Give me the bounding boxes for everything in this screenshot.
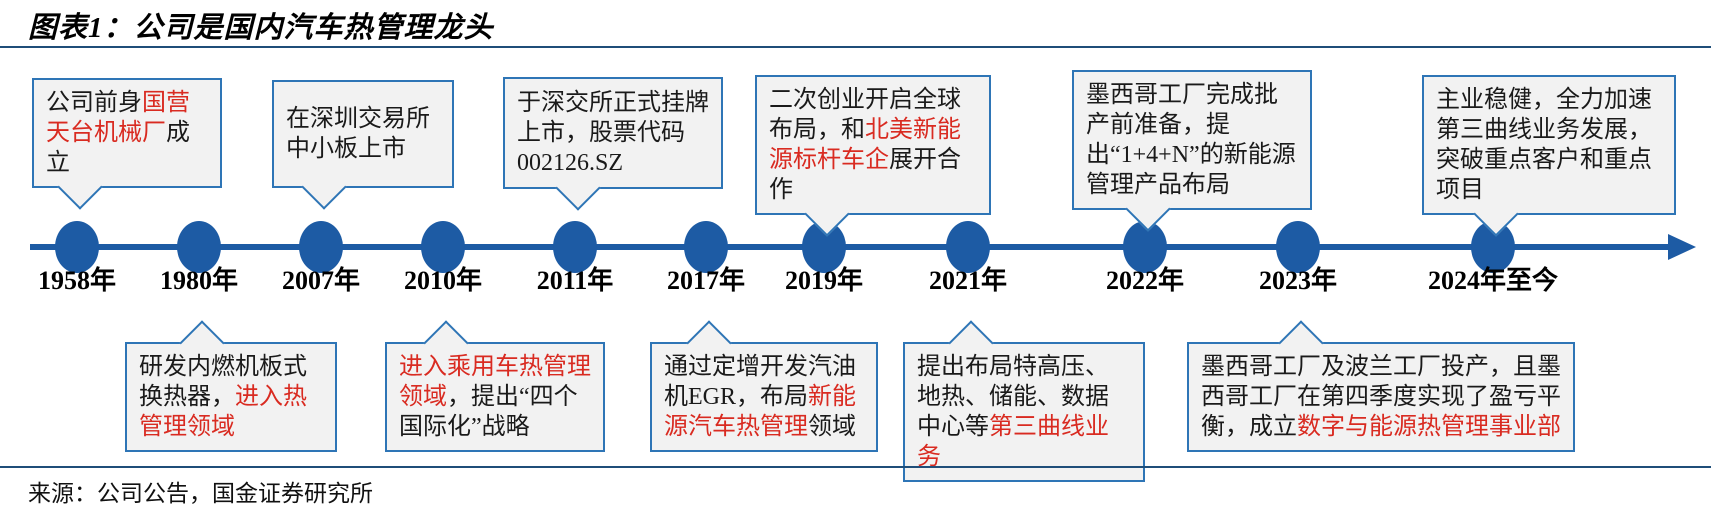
text-segment: 主业稳健，全力加速第三曲线业务发展，突破重点客户和重点项目 [1436, 87, 1652, 203]
callout-text: 进入乘用车热管理领域，提出“四个国际化”战略 [387, 344, 603, 450]
callout-text: 公司前身国营天台机械厂成立 [34, 80, 220, 186]
text-segment: 领域 [808, 414, 856, 440]
timeline-dot [684, 221, 728, 273]
timeline-arrowhead-icon [1668, 234, 1696, 260]
text-segment: 于深交所正式挂牌上市，股票代码002126.SZ [517, 90, 709, 176]
year-label: 2017年 [666, 266, 745, 295]
timeline-dot [1276, 221, 1320, 273]
callout: 提出布局特高压、地热、储能、数据中心等第三曲线业务 [903, 320, 1145, 482]
timeline-axis [30, 244, 1675, 250]
text-segment: 在深圳交易所中小板上市 [286, 106, 430, 162]
year-label: 2022年 [1105, 266, 1184, 295]
text-segment: 第三曲线业务 [917, 414, 1109, 470]
callout-text: 墨西哥工厂完成批产前准备，提出“1+4+N”的新能源管理产品布局 [1074, 72, 1310, 208]
text-segment: 新能源汽车热管理 [664, 384, 856, 440]
text-segment: 数字与能源热管理事业部 [1297, 414, 1561, 440]
text-segment: 进入热管理领域 [139, 384, 307, 440]
timeline-dot [553, 221, 597, 273]
text-segment: 国营天台机械厂 [46, 90, 190, 146]
year-label: 1958年 [37, 266, 116, 295]
year-label: 2019年 [784, 266, 863, 295]
text-segment: 成立 [46, 120, 190, 176]
year-label: 1980年 [159, 266, 238, 295]
timeline-dot [177, 221, 221, 273]
callout: 进入乘用车热管理领域，提出“四个国际化”战略 [385, 320, 605, 452]
text-segment: 提出布局特高压、地热、储能、数据中心等 [917, 354, 1109, 440]
text-segment: 二次创业开启全球布局，和 [769, 87, 961, 143]
source-note: 来源：公司公告，国金证券研究所 [28, 481, 373, 506]
year-label: 2024年至今 [1427, 266, 1558, 295]
timeline-dot [946, 221, 990, 273]
timeline-dot [1123, 221, 1167, 273]
callout: 墨西哥工厂及波兰工厂投产，且墨西哥工厂在第四季度实现了盈亏平衡，成立数字与能源热… [1187, 320, 1575, 452]
callout-text: 于深交所正式挂牌上市，股票代码002126.SZ [505, 80, 721, 186]
figure-title: 图表1：公司是国内汽车热管理龙头 [28, 12, 494, 44]
text-segment: 进入乘用车热管理领域 [399, 354, 591, 410]
callout: 通过定增开发汽油机EGR，布局新能源汽车热管理领域 [650, 320, 878, 452]
callout-text: 在深圳交易所中小板上市 [274, 96, 452, 172]
callout: 二次创业开启全球布局，和北美新能源标杆车企展开合作 [755, 75, 991, 237]
text-segment: 墨西哥工厂及波兰工厂投产，且墨西哥工厂在第四季度实现了盈亏平衡，成立 [1201, 354, 1561, 440]
callout: 研发内燃机板式换热器，进入热管理领域 [125, 320, 337, 452]
year-label: 2021年 [928, 266, 1007, 295]
text-segment: 公司前身 [46, 90, 142, 116]
year-label: 2023年 [1258, 266, 1337, 295]
text-segment: 通过定增开发汽油机EGR，布局 [664, 354, 856, 410]
callout: 于深交所正式挂牌上市，股票代码002126.SZ [503, 77, 723, 211]
text-segment: 北美新能源标杆车企 [769, 117, 961, 173]
callout-text: 研发内燃机板式换热器，进入热管理领域 [127, 344, 335, 450]
callout-text: 二次创业开启全球布局，和北美新能源标杆车企展开合作 [757, 77, 989, 213]
year-label: 2007年 [281, 266, 360, 295]
year-label: 2010年 [403, 266, 482, 295]
callout-text: 墨西哥工厂及波兰工厂投产，且墨西哥工厂在第四季度实现了盈亏平衡，成立数字与能源热… [1189, 344, 1573, 450]
text-segment: ，提出“四个国际化”战略 [399, 384, 578, 440]
footer-divider [0, 466, 1711, 468]
callout-text: 主业稳健，全力加速第三曲线业务发展，突破重点客户和重点项目 [1424, 77, 1674, 213]
callout: 公司前身国营天台机械厂成立 [32, 78, 222, 210]
timeline-dot [421, 221, 465, 273]
year-label: 2011年 [536, 266, 614, 295]
text-segment: 展开合作 [769, 147, 961, 203]
timeline-dot [55, 221, 99, 273]
callout-text: 提出布局特高压、地热、储能、数据中心等第三曲线业务 [905, 344, 1143, 480]
title-underline [0, 46, 1711, 48]
text-segment: 研发内燃机板式换热器， [139, 354, 307, 410]
callout-text: 通过定增开发汽油机EGR，布局新能源汽车热管理领域 [652, 344, 876, 450]
timeline-dot [299, 221, 343, 273]
callout: 主业稳健，全力加速第三曲线业务发展，突破重点客户和重点项目 [1422, 75, 1676, 237]
callout: 在深圳交易所中小板上市 [272, 80, 454, 210]
text-segment: 墨西哥工厂完成批产前准备，提出“1+4+N”的新能源管理产品布局 [1086, 82, 1296, 198]
callout: 墨西哥工厂完成批产前准备，提出“1+4+N”的新能源管理产品布局 [1072, 70, 1312, 232]
